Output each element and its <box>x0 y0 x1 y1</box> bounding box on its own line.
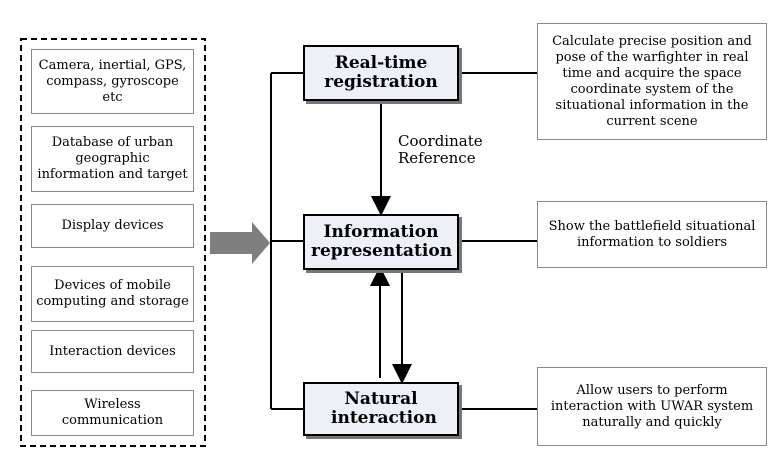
description-registration-label: Calculate precise position and pose of t… <box>552 33 752 129</box>
hardware-group-border <box>20 38 206 447</box>
hardware-interaction-box: Interaction devices <box>31 330 194 373</box>
module-registration-label: Real-time registration <box>324 53 438 92</box>
hardware-sensors-label: Camera, inertial, GPS, compass, gyroscop… <box>38 57 187 105</box>
module-registration-box: Real-time registration <box>303 45 459 101</box>
hardware-database-box: Database of urban geographic information… <box>31 126 194 192</box>
module-interaction-label: Natural interaction <box>331 389 437 428</box>
module-representation-label: Information representation <box>311 222 453 261</box>
hardware-wireless-box: Wireless communication <box>31 390 194 436</box>
description-interaction-box: Allow users to perform interaction with … <box>537 367 767 446</box>
hardware-display-box: Display devices <box>31 204 194 248</box>
description-representation-label: Show the battlefield situational informa… <box>548 218 756 250</box>
module-representation-box: Information representation <box>303 214 459 270</box>
hardware-wireless-label: Wireless communication <box>61 397 164 428</box>
hardware-computing-label: Devices of mobile computing and storage <box>36 278 189 309</box>
hardware-database-label: Database of urban geographic information… <box>37 135 188 182</box>
description-representation-box: Show the battlefield situational informa… <box>537 201 767 268</box>
hardware-sensors-box: Camera, inertial, GPS, compass, gyroscop… <box>31 49 194 114</box>
description-registration-box: Calculate precise position and pose of t… <box>537 23 767 140</box>
input-arrow <box>210 222 270 264</box>
module-interaction-box: Natural interaction <box>303 382 459 436</box>
description-interaction-label: Allow users to perform interaction with … <box>550 382 754 430</box>
hardware-interaction-label: Interaction devices <box>49 343 176 359</box>
hardware-display-label: Display devices <box>61 218 164 233</box>
coordinate-reference-label: Coordinate Reference <box>398 132 483 167</box>
hardware-computing-box: Devices of mobile computing and storage <box>31 266 194 322</box>
